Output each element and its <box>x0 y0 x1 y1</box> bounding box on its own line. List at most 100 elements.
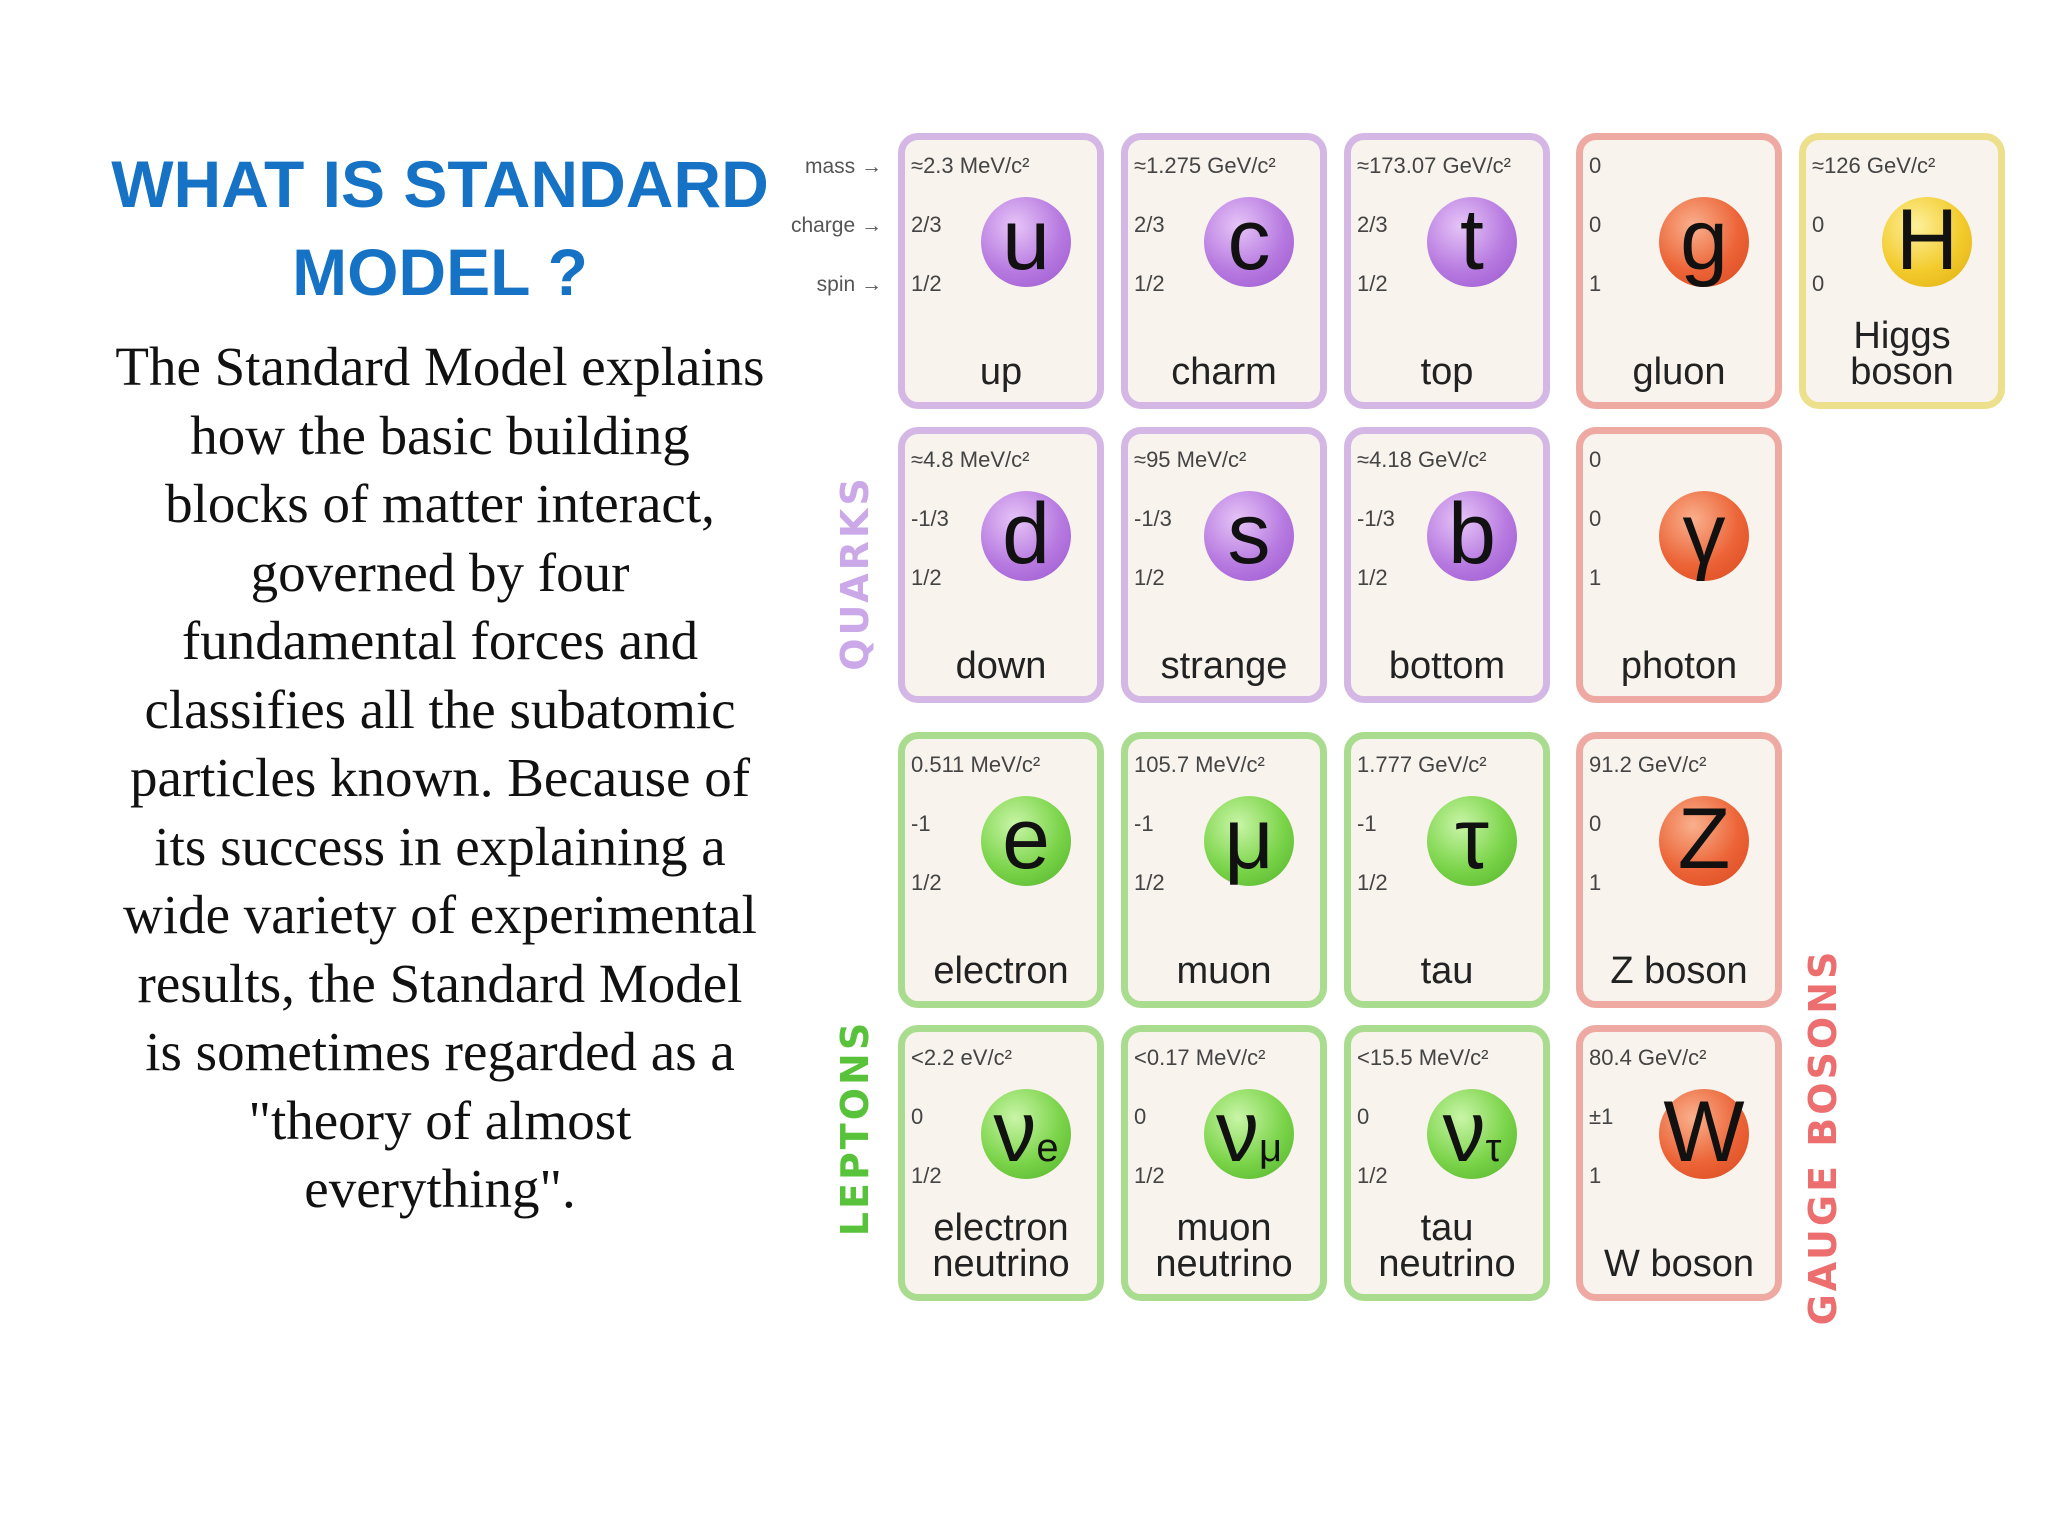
particle-charge: -1/3 <box>911 506 949 531</box>
particle-charge: 0 <box>1357 1104 1370 1129</box>
particle-name: up <box>979 351 1023 393</box>
particle-mass: 0 <box>1589 447 1602 472</box>
particle-mass: <15.5 MeV/c² <box>1357 1045 1489 1070</box>
particle-symbol: s <box>1227 486 1271 582</box>
particle-mass: ≈126 GeV/c² <box>1812 153 1936 178</box>
particle-charge: 0 <box>1589 506 1602 531</box>
particle-symbol: W <box>1663 1084 1745 1180</box>
particle-name: charm <box>1171 351 1277 393</box>
particle-mass: 1.777 GeV/c² <box>1357 752 1487 777</box>
particle-mass: 91.2 GeV/c² <box>1589 752 1707 777</box>
particle-symbol: γ <box>1682 486 1726 582</box>
particle-mass: ≈4.8 MeV/c² <box>911 447 1030 472</box>
particle-charge: 0 <box>1589 212 1602 237</box>
particle-card-muon: 105.7 MeV/c² -1 1/2 μ muon <box>1121 732 1327 1008</box>
particle-name: down <box>955 645 1047 687</box>
particle-spin: 1/2 <box>1357 565 1388 590</box>
particle-symbol-ball: Z <box>1659 796 1749 886</box>
particle-card-tau: 1.777 GeV/c² -1 1/2 τ tau <box>1344 732 1550 1008</box>
particle-symbol-ball: t <box>1427 197 1517 287</box>
particle-spin: 1 <box>1589 565 1602 590</box>
particle-symbol-ball: νe <box>981 1089 1071 1179</box>
particle-mass: 0.511 MeV/c² <box>911 752 1041 777</box>
particle-spin: 1/2 <box>1134 565 1165 590</box>
particle-name: muon <box>1176 950 1272 992</box>
particle-name: bottom <box>1388 645 1506 687</box>
particle-mass: ≈95 MeV/c² <box>1134 447 1247 472</box>
particle-charge: 0 <box>1134 1104 1147 1129</box>
particle-spin: 0 <box>1812 271 1825 296</box>
particle-name: muon neutrino <box>1155 1207 1293 1285</box>
particle-name: strange <box>1160 645 1288 687</box>
slide-title-line-2: MODEL ? <box>292 235 588 309</box>
particle-spin: 1/2 <box>1357 870 1388 895</box>
particle-spin: 1/2 <box>1134 870 1165 895</box>
slide-body-text: The Standard Model explains how the basi… <box>115 336 765 1219</box>
particle-charge: ±1 <box>1589 1104 1614 1129</box>
particle-charge: 2/3 <box>911 212 942 237</box>
particle-name: Higgs boson <box>1850 315 1954 393</box>
particle-name: tau <box>1420 950 1474 992</box>
particle-symbol: e <box>1002 791 1050 887</box>
particle-card-photon: 0 0 1 γ photon <box>1576 427 1782 703</box>
particle-spin: 1/2 <box>911 1163 942 1188</box>
particle-spin: 1/2 <box>1357 1163 1388 1188</box>
particle-charge: -1 <box>911 811 931 836</box>
legend-mass: mass → <box>804 155 882 178</box>
particle-symbol: Z <box>1677 791 1731 887</box>
particle-symbol: t <box>1460 192 1484 288</box>
particle-name: electron neutrino <box>932 1207 1070 1285</box>
particle-mass: ≈1.275 GeV/c² <box>1134 153 1276 178</box>
particle-symbol-ball: γ <box>1659 491 1749 581</box>
particle-charge: -1/3 <box>1357 506 1395 531</box>
particle-symbol-ball: b <box>1427 491 1517 581</box>
particle-name: electron <box>933 950 1069 992</box>
particle-charge: 0 <box>1812 212 1825 237</box>
particle-symbol-ball: W <box>1659 1089 1749 1179</box>
particle-symbol-ball: μ <box>1204 796 1294 886</box>
particle-name: gluon <box>1632 351 1726 393</box>
particle-mass: 0 <box>1589 153 1602 178</box>
particle-charge: -1 <box>1134 811 1154 836</box>
particle-symbol: u <box>1002 192 1050 288</box>
group-label-leptons: LEPTONS <box>833 1019 877 1237</box>
particle-mass: 80.4 GeV/c² <box>1589 1045 1707 1070</box>
particle-symbol-subscript: τ <box>1485 1126 1502 1170</box>
particle-spin: 1/2 <box>1357 271 1388 296</box>
particle-card-electron-neutrino: <2.2 eV/c² 0 1/2 νe electron neutrino <box>898 1025 1104 1301</box>
particle-charge: 2/3 <box>1357 212 1388 237</box>
particle-symbol-ball: ντ <box>1427 1089 1517 1179</box>
particle-name: photon <box>1620 645 1738 687</box>
particle-mass: 105.7 MeV/c² <box>1134 752 1265 777</box>
particle-charge: 0 <box>911 1104 924 1129</box>
slide-title-line-1: WHAT IS STANDARD <box>111 147 769 221</box>
particle-charge: -1 <box>1357 811 1377 836</box>
particle-symbol: ν <box>993 1084 1037 1180</box>
particle-symbol-subscript: μ <box>1258 1126 1283 1170</box>
legend-charge: charge → <box>790 214 882 237</box>
particle-symbol: ν <box>1442 1084 1486 1180</box>
group-label-quarks: QUARKS <box>833 475 877 671</box>
particle-symbol: g <box>1680 192 1728 288</box>
particle-name: top <box>1420 351 1474 393</box>
particle-mass: <2.2 eV/c² <box>911 1045 1012 1070</box>
particle-charge: 0 <box>1589 811 1602 836</box>
particle-symbol-ball: c <box>1204 197 1294 287</box>
particle-name: Z boson <box>1610 950 1748 992</box>
particle-charge: 2/3 <box>1134 212 1165 237</box>
particle-mass: <0.17 MeV/c² <box>1134 1045 1266 1070</box>
particle-spin: 1 <box>1589 870 1602 895</box>
particle-symbol-ball: u <box>981 197 1071 287</box>
particle-symbol-subscript: e <box>1036 1126 1059 1170</box>
particle-symbol: τ <box>1455 791 1489 887</box>
particle-symbol-ball: s <box>1204 491 1294 581</box>
particle-card-z-boson: 91.2 GeV/c² 0 1 Z Z boson <box>1576 732 1782 1008</box>
